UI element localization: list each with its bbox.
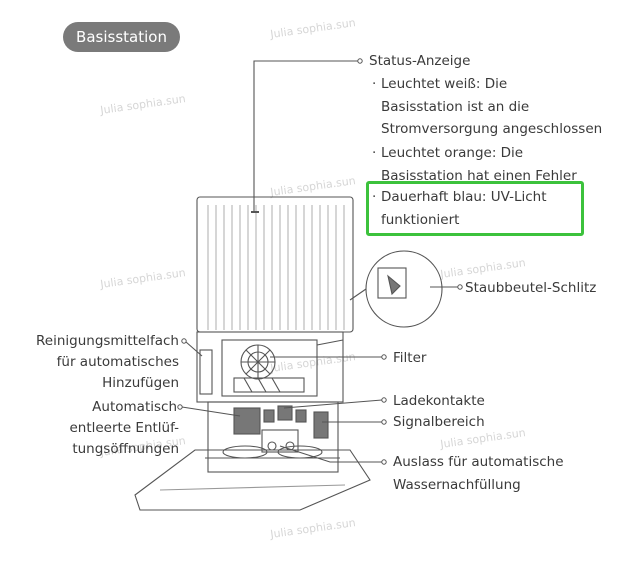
body-lower	[207, 401, 339, 473]
filter-compartment	[221, 339, 318, 397]
vents-label-line1: Automatisch	[92, 399, 177, 415]
charging-contact-1	[263, 409, 275, 423]
status-indicator-label: Status-Anzeige	[369, 53, 471, 69]
signal-sensor	[313, 411, 329, 439]
section-title-pill: Basisstation	[63, 22, 180, 52]
charging-contacts-label: Ladekontakte	[393, 393, 485, 409]
status-orange-item: · Leuchtet orange: Die Basisstation hat …	[372, 142, 577, 187]
dust-bag-slot-label: Staubbeutel-Schlitz	[465, 280, 597, 296]
status-white-line3: Stromversorgung angeschlossen	[381, 121, 603, 137]
status-blue-line1: Dauerhaft blau: UV-Licht	[381, 189, 547, 205]
detergent-label-line2: für automatisches	[56, 354, 179, 370]
detergent-label-line1: Reinigungsmittelfach	[36, 333, 179, 349]
dust-box-outline	[196, 196, 354, 333]
charging-contact-3	[295, 409, 307, 423]
leader-detergent	[185, 341, 203, 357]
vents-label-line2: entleerte Entlüf-	[69, 420, 179, 436]
status-blue-line2: funktioniert	[381, 211, 460, 228]
status-white-line1: Leuchtet weiß: Die	[381, 76, 508, 92]
status-white-item: · Leuchtet weiß: Die Basisstation ist an…	[372, 73, 603, 141]
detergent-label-line3: Hinzufügen	[102, 375, 179, 391]
water-outlet-label-line2: Wassernachfüllung	[393, 477, 521, 493]
leader-water-outlet	[279, 445, 382, 463]
filter-tray	[233, 377, 305, 393]
detergent-compartment	[199, 349, 213, 395]
charging-contact-2	[277, 405, 293, 421]
vent-block	[233, 407, 261, 435]
highlight-box	[366, 181, 584, 236]
vents-label-line3: tungsöffnungen	[72, 441, 179, 457]
status-white-line2: Basisstation ist an die	[381, 98, 530, 115]
status-orange-line1: Leuchtet orange: Die	[381, 145, 524, 161]
status-orange-line2: Basisstation hat einen Fehler	[381, 167, 577, 184]
leader-status	[253, 60, 358, 212]
water-outlet-label-line1: Auslass für automatische	[393, 454, 564, 470]
leader-charging	[283, 399, 383, 409]
signal-area-label: Signalbereich	[393, 414, 485, 430]
filter-label: Filter	[393, 350, 427, 366]
leader-vents	[181, 406, 241, 417]
status-blue-item: · Dauerhaft blau: UV-Licht funktioniert	[372, 186, 547, 231]
water-outlet-block	[261, 429, 299, 453]
dust-box-ribs	[207, 205, 345, 330]
ramp	[134, 449, 371, 511]
zoom-circle	[365, 250, 443, 328]
